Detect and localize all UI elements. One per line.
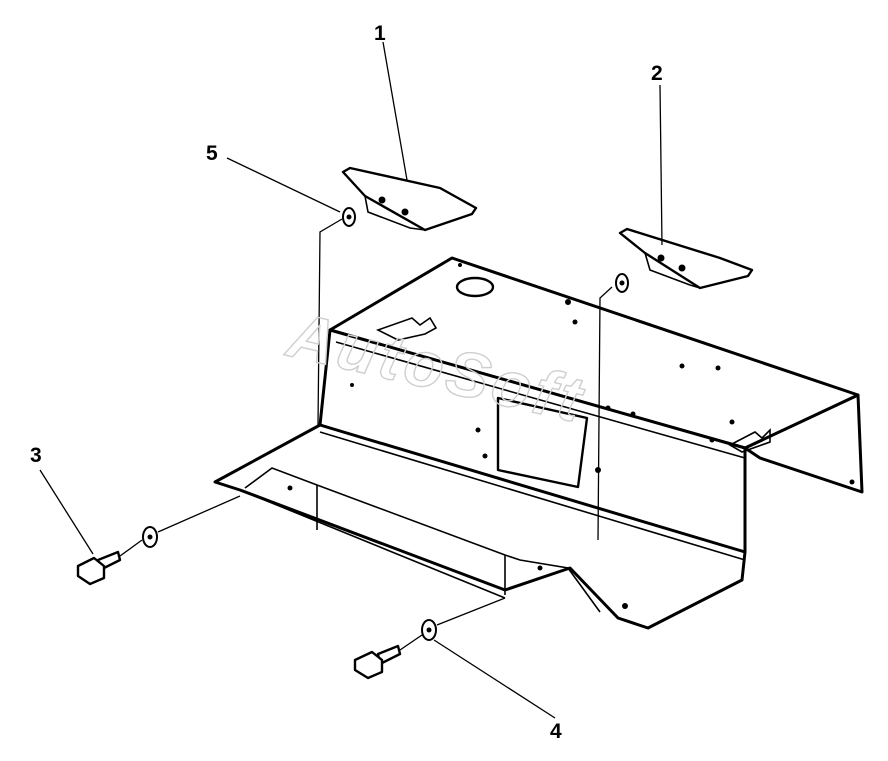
washer-upper-right (615, 273, 629, 293)
callout-1: 1 (374, 22, 386, 45)
assembly-lines (119, 218, 613, 651)
main-bracket-housing (213, 256, 864, 630)
bolt-lower (353, 644, 402, 680)
washer-part-4 (421, 619, 437, 641)
bolt-part-3 (76, 550, 122, 586)
washer-part-5 (342, 207, 356, 227)
callout-leaders (39, 41, 663, 719)
callout-4: 4 (550, 720, 562, 743)
callout-3: 3 (30, 444, 42, 467)
callout-5: 5 (206, 142, 218, 165)
bracket-part-1 (341, 166, 478, 232)
bracket-part-2 (618, 227, 754, 290)
callout-2: 2 (651, 62, 663, 85)
washer-left (142, 526, 158, 548)
